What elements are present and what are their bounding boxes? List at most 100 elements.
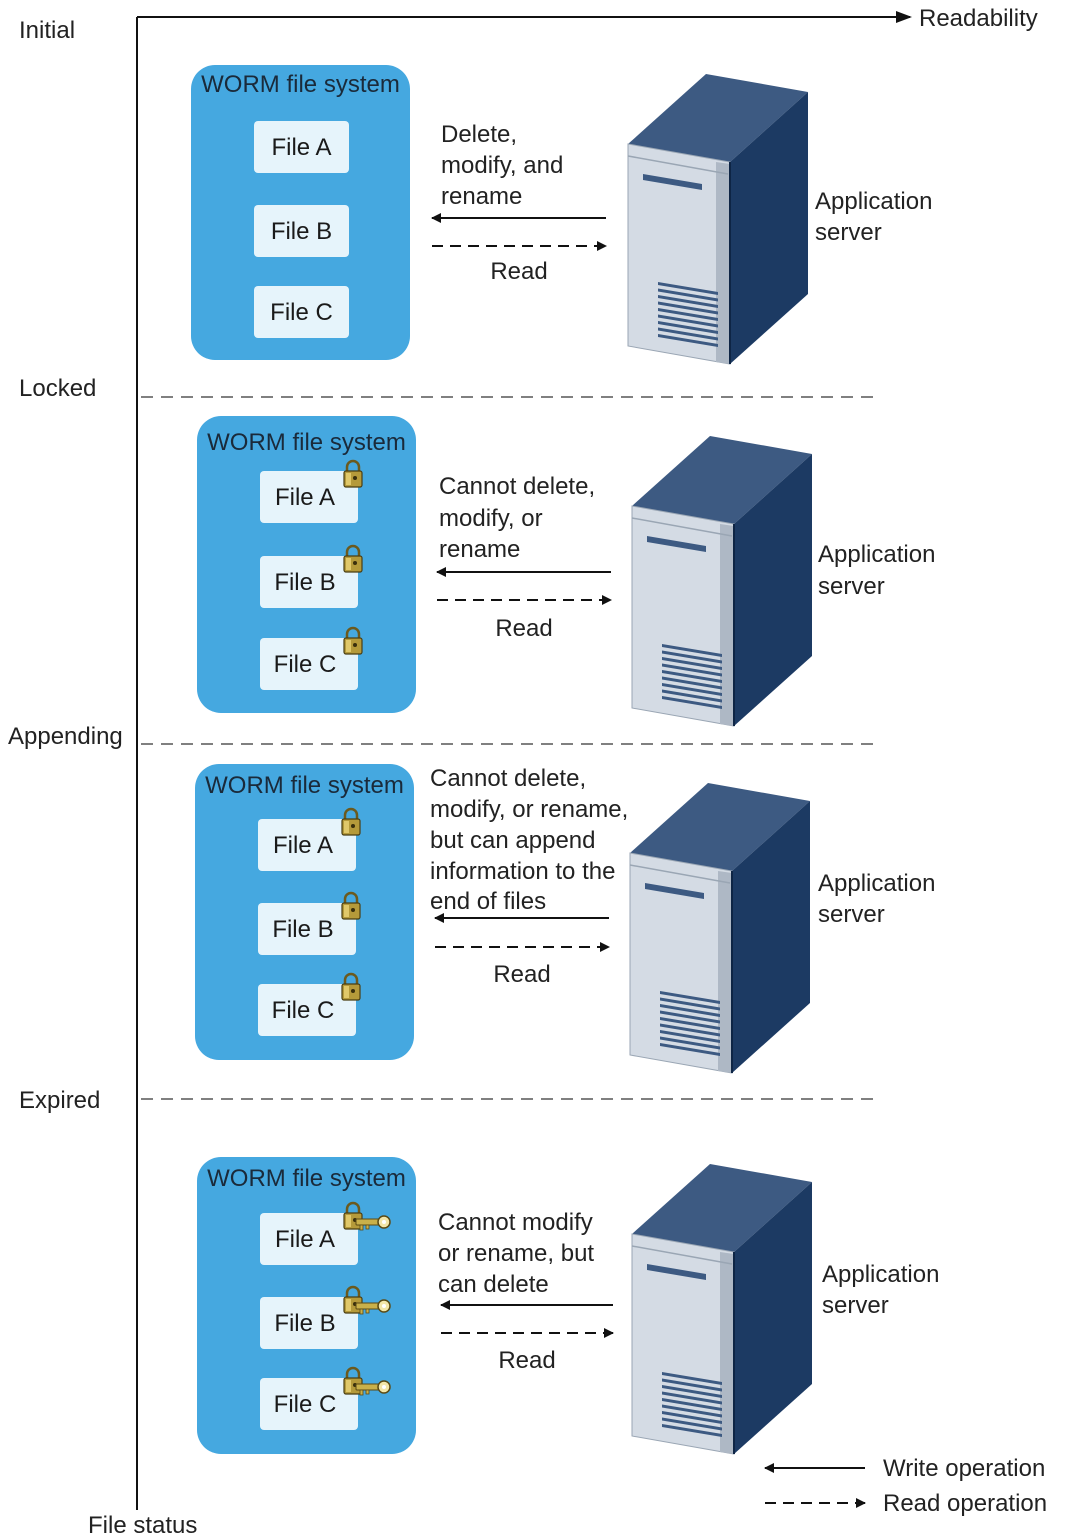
server-vent	[662, 676, 722, 690]
server-label-line: server	[818, 901, 885, 928]
lock-icon	[343, 459, 363, 488]
server-vent	[662, 696, 722, 709]
write-description-line: or rename, but	[438, 1240, 594, 1267]
server-drive-slot	[647, 1264, 706, 1280]
server-vent	[662, 1372, 722, 1385]
file-label: File A	[275, 1226, 335, 1253]
server-label-line: Application	[822, 1261, 939, 1288]
read-label: Read	[498, 1347, 555, 1374]
file-box	[260, 471, 358, 523]
file-label: File B	[272, 916, 333, 943]
server-vent	[662, 1424, 722, 1437]
server-label-line: Application	[818, 541, 935, 568]
server-vent	[662, 663, 722, 677]
server-side-face	[734, 1182, 812, 1454]
server-vent	[662, 1398, 722, 1411]
file-label: File B	[274, 569, 335, 596]
axes: Readability File status	[88, 5, 1038, 1537]
key-icon	[355, 1215, 391, 1231]
server-vent	[662, 1385, 722, 1398]
write-description-line: modify, or	[439, 505, 543, 532]
write-description-line: can delete	[438, 1271, 549, 1298]
file-item: File B	[254, 205, 349, 257]
application-server-icon	[631, 436, 812, 727]
server-label-line: Application	[815, 188, 932, 215]
status-label-locked: Locked	[19, 375, 96, 402]
server-vent	[662, 670, 722, 683]
status-label-expired: Expired	[19, 1087, 100, 1114]
file-box	[260, 556, 358, 608]
file-item: File A	[260, 459, 363, 523]
x-axis-arrowhead	[896, 11, 912, 23]
server-label-line: server	[818, 573, 885, 600]
server-top-face	[632, 1164, 812, 1252]
status-labels: Initial Locked Appending Expired	[8, 17, 123, 1114]
server-vent	[660, 1023, 720, 1037]
write-description-line: Delete,	[441, 121, 517, 148]
server-vent	[662, 644, 722, 657]
write-description-line: rename	[441, 183, 522, 210]
read-label: Read	[490, 258, 547, 285]
file-item: File B	[258, 891, 361, 955]
write-description-line: Cannot delete,	[430, 765, 586, 792]
worm-title: WORM file system	[207, 1165, 406, 1192]
server-vent	[662, 650, 722, 664]
write-description-line: but can append	[430, 827, 595, 854]
server-vent	[658, 295, 718, 308]
worm-title: WORM file system	[207, 429, 406, 456]
legend: Write operation Read operation	[764, 1455, 1047, 1517]
write-description-line: end of files	[430, 888, 546, 915]
write-description-line: modify, or rename,	[430, 796, 628, 823]
file-item: File A	[260, 1201, 391, 1265]
server-vent	[658, 282, 718, 295]
server-label-line: server	[822, 1292, 889, 1319]
server-vent	[660, 1004, 720, 1017]
file-item: File C	[258, 972, 361, 1036]
read-label: Read	[493, 961, 550, 988]
file-item: File C	[260, 626, 363, 690]
status-dividers	[141, 396, 880, 1100]
write-description-line: Cannot modify	[438, 1209, 593, 1236]
application-server-icon	[627, 74, 808, 365]
file-item: File B	[260, 1285, 391, 1349]
server-vent	[660, 991, 720, 1004]
server-drive-slot	[643, 174, 702, 190]
file-label: File C	[272, 997, 335, 1024]
server-vent	[662, 657, 722, 670]
server-vent	[660, 1017, 720, 1030]
lock-icon	[341, 891, 361, 920]
file-box	[258, 819, 356, 871]
file-label: File A	[275, 484, 335, 511]
file-label: File A	[273, 832, 333, 859]
application-server-icon	[629, 783, 810, 1074]
worm-title: WORM file system	[205, 772, 404, 799]
file-label: File C	[274, 1391, 337, 1418]
file-box	[258, 984, 356, 1036]
server-vent	[658, 301, 718, 315]
write-description: Cannot modify or rename, but can delete	[438, 1209, 594, 1298]
file-item: File C	[254, 286, 349, 338]
file-box	[258, 903, 356, 955]
lock-icon	[343, 544, 363, 573]
write-description-line: rename	[439, 536, 520, 563]
server-vent	[660, 997, 720, 1011]
server-vent	[660, 1010, 720, 1024]
server-vent	[662, 1411, 722, 1424]
server-side-face	[730, 92, 808, 364]
x-axis-label: Readability	[919, 5, 1038, 32]
file-item: File A	[258, 807, 361, 871]
server-vent	[662, 1391, 722, 1405]
legend-read-label: Read operation	[883, 1490, 1047, 1517]
server-vent	[658, 308, 718, 321]
server-vent	[660, 1030, 720, 1043]
server-vent	[662, 1404, 722, 1418]
y-axis-label: File status	[88, 1512, 197, 1537]
server-drive-slot	[647, 536, 706, 552]
